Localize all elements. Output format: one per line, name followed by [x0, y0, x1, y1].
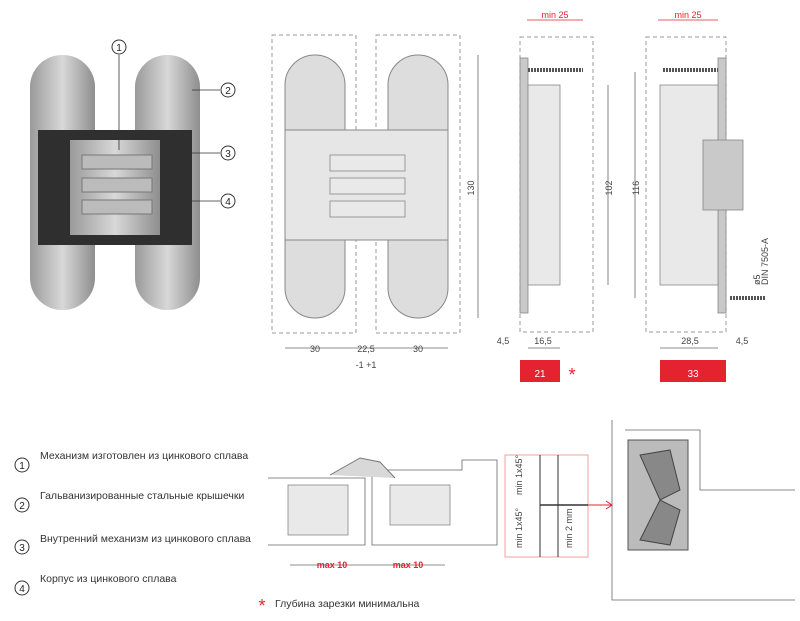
- chamfer-top-text: min 1x45°: [514, 454, 524, 495]
- legend-1-num-text: 2: [19, 501, 25, 512]
- total-depth-badge-right: [660, 360, 726, 382]
- open-hinge-drawing: [611, 420, 795, 601]
- side_right-width-text: 28,5: [681, 336, 699, 346]
- front_view-gap-text: 22,5: [357, 344, 375, 354]
- side_left-asterisk-text: *: [568, 365, 575, 385]
- legend-3-text-text: Корпус из цинкового сплава: [40, 573, 177, 585]
- footnote-asterisk-text: *: [258, 596, 265, 616]
- callouts-2-text: 3: [225, 149, 231, 160]
- footnote-text-text: Глубина зарезки минимальна: [275, 598, 420, 610]
- side_right-offset-text: 4,5: [736, 336, 749, 346]
- clearance-max_right-text: max 10: [393, 560, 424, 570]
- front_view-height-text: 130: [466, 180, 476, 195]
- side_left-offset-text: 4,5: [497, 336, 510, 346]
- legend-2-text-text: Внутренний механизм из цинкового сплава: [40, 533, 251, 545]
- callout-1: 1: [111, 39, 127, 55]
- side_left-total-text: 21: [534, 369, 546, 380]
- side-view-left: min 25 102 4,5 16,5 21 *: [497, 10, 614, 385]
- callouts-1-text: 2: [225, 86, 231, 97]
- legend: 1 Механизм изготовлен из цинкового сплав…: [14, 450, 251, 596]
- side_right-screw_diameter-text: ø5: [752, 274, 762, 285]
- side_left-height-text: 102: [604, 180, 614, 195]
- legend-3-num-text: 4: [19, 584, 25, 595]
- side_right-min_depth-text: min 25: [674, 10, 701, 20]
- side_left-min_depth-text: min 25: [541, 10, 568, 20]
- chamfer-gap-text: min 2 mm: [564, 508, 574, 548]
- callout-2: 2: [220, 82, 236, 98]
- hinge-photo: [30, 55, 220, 310]
- callouts-3-text: 4: [225, 197, 231, 208]
- door-clearance-drawing: max 10 max 10: [268, 457, 498, 570]
- legend-0-text-text: Механизм изготовлен из цинкового сплава: [40, 450, 248, 462]
- legend-2-num-text: 3: [19, 543, 25, 554]
- footnote: * Глубина зарезки минимальна: [258, 596, 419, 616]
- side_right-height-text: 116: [631, 181, 641, 195]
- chamfer-bottom-text: min 1x45°: [514, 507, 524, 548]
- front_view-left_width-text: 30: [310, 344, 320, 354]
- legend-0-num-text: 1: [19, 461, 25, 472]
- callout-4: 4: [220, 193, 236, 209]
- front_view-tolerance-text: -1 +1: [356, 360, 377, 370]
- side_right-total-text: 33: [687, 369, 699, 380]
- front-view-drawing: 130 30 22,5 30 -1 +1: [271, 34, 479, 370]
- callouts-0-text: 1: [116, 43, 122, 54]
- front_view-right_width-text: 30: [413, 344, 423, 354]
- side-view-right: min 25 116 ø5 DIN 7505-A 28,5 4,5 33: [631, 10, 770, 382]
- callout-3: 3: [220, 145, 236, 161]
- side_right-screw_standard-text: DIN 7505-A: [760, 238, 770, 285]
- total-depth-badge-left: [520, 360, 560, 382]
- legend-1-text-text: Гальванизированные стальные крышечки: [40, 490, 244, 502]
- side_left-width-text: 16,5: [534, 336, 552, 346]
- chamfer-detail: min 1x45° min 1x45° min 2 mm: [504, 454, 613, 558]
- clearance-max_left-text: max 10: [317, 560, 348, 570]
